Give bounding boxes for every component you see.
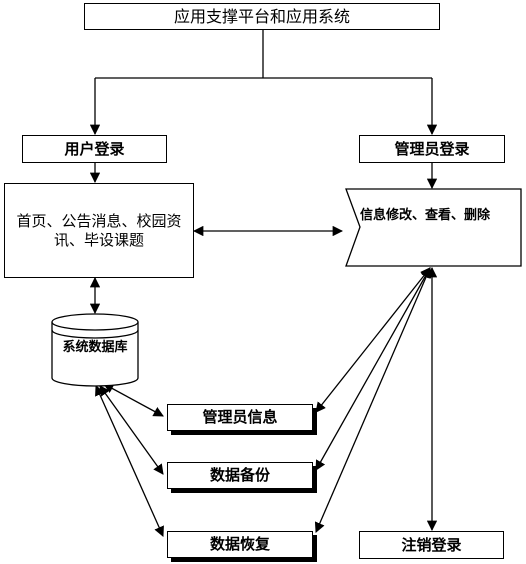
arrow-database-admin-info [103, 383, 164, 417]
admin-login-label: 管理员登录 [394, 139, 470, 158]
data-backup-box[interactable]: 数据备份 [167, 462, 313, 489]
root-label: 应用支撑平台和应用系统 [173, 6, 350, 26]
arrow-ops-admin-info [315, 267, 431, 413]
user-login-box[interactable]: 用户登录 [22, 135, 167, 163]
admin-login-box[interactable]: 管理员登录 [359, 135, 505, 163]
user-login-label: 用户登录 [64, 139, 125, 158]
admin-ops-label: 信息修改、查看、删除 [360, 208, 491, 223]
database-label: 系统数据库 [62, 340, 128, 355]
arrow-database-restore [95, 385, 164, 537]
admin-ops-shape [345, 188, 522, 267]
data-backup-label: 数据备份 [209, 466, 270, 485]
root-box: 应用支撑平台和应用系统 [84, 3, 440, 30]
logout-box[interactable]: 注销登录 [359, 531, 504, 559]
data-restore-box[interactable]: 数据恢复 [167, 531, 313, 558]
data-restore-label: 数据恢复 [209, 535, 270, 554]
logout-label: 注销登录 [401, 535, 462, 554]
database-cylinder [51, 313, 139, 387]
user-pages-box: 首页、公告消息、校园资讯、毕设课题 [4, 183, 194, 278]
admin-info-label: 管理员信息 [202, 408, 278, 427]
user-pages-label: 首页、公告消息、校园资讯、毕设课题 [16, 211, 182, 249]
arrow-ops-backup [315, 267, 431, 471]
arrow-ops-restore [314, 267, 432, 533]
admin-info-box: 管理员信息 [167, 404, 313, 431]
